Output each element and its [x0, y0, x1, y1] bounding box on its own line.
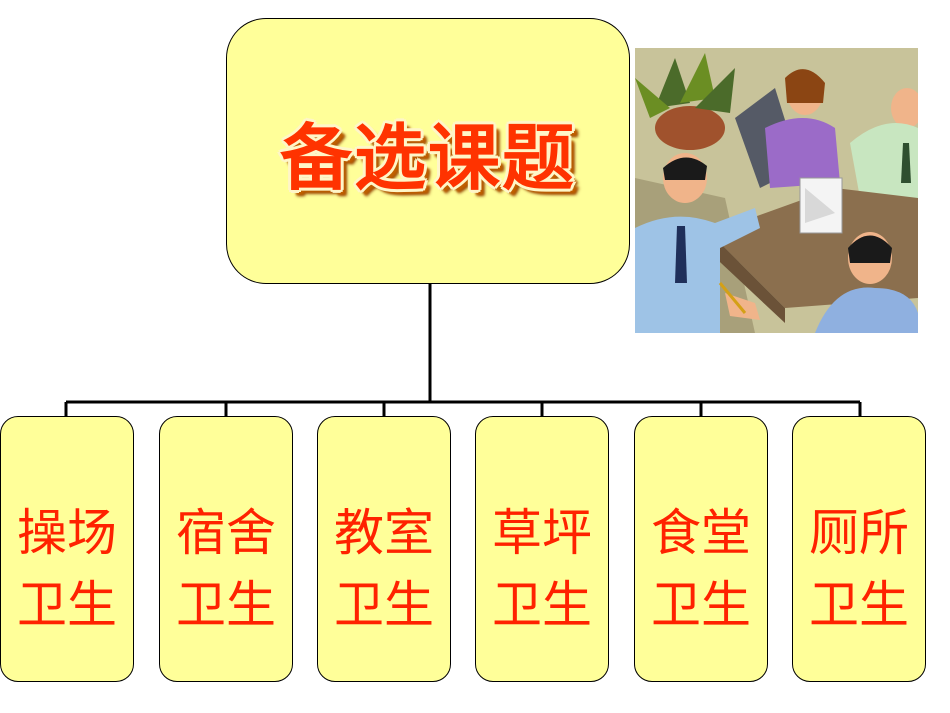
- child-label: 食堂 卫生: [651, 504, 751, 634]
- child-node-dormitory: 宿舍 卫生: [159, 416, 293, 682]
- child-node-classroom: 教室 卫生: [317, 416, 451, 682]
- child-label: 草坪 卫生: [492, 504, 592, 634]
- child-label: 宿舍 卫生: [176, 504, 276, 634]
- root-title: 备选课题: [279, 115, 576, 200]
- child-node-lawn: 草坪 卫生: [475, 416, 609, 682]
- child-label: 教室 卫生: [334, 504, 434, 634]
- child-node-toilet: 厕所 卫生: [792, 416, 926, 682]
- child-node-canteen: 食堂 卫生: [634, 416, 768, 682]
- root-node: 备选课题: [226, 18, 630, 284]
- child-node-playground: 操场 卫生: [0, 416, 134, 682]
- child-label: 操场 卫生: [17, 504, 117, 634]
- child-label: 厕所 卫生: [809, 504, 909, 634]
- business-meeting-illustration: [635, 48, 918, 333]
